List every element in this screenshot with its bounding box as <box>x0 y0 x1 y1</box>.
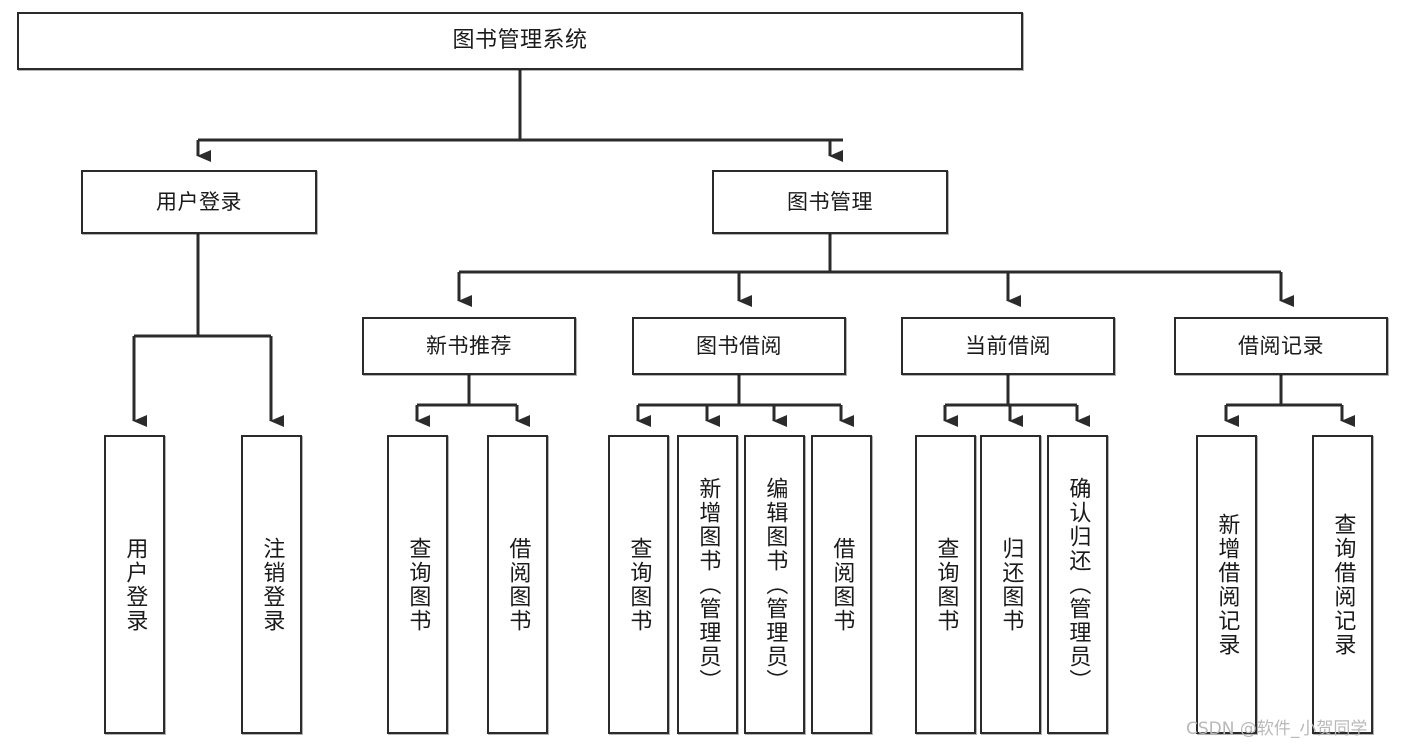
node-user-login[interactable]: 用户登录 <box>81 170 317 234</box>
leaf-book-borrow-borrow[interactable]: 借阅图书 <box>811 435 872 734</box>
leaf-user-login-login[interactable]: 用户登录 <box>104 435 165 734</box>
leaf-borrow-record-add[interactable]: 新增借阅记录 <box>1196 435 1257 734</box>
node-current-borrow-label: 当前借阅 <box>965 333 1051 358</box>
leaf-book-borrow-add[interactable]: 新增图书（管理员） <box>677 435 738 734</box>
node-book-borrow[interactable]: 图书借阅 <box>632 317 846 375</box>
node-book-borrow-label: 图书借阅 <box>696 333 782 358</box>
node-new-book-recommend-label: 新书推荐 <box>426 333 512 358</box>
leaf-borrow-record-query[interactable]: 查询借阅记录 <box>1312 435 1373 734</box>
leaf-user-login-logout[interactable]: 注销登录 <box>241 435 302 734</box>
leaf-book-borrow-query-label: 查询图书 <box>626 536 652 633</box>
leaf-new-book-borrow[interactable]: 借阅图书 <box>487 435 548 734</box>
leaf-user-login-login-label: 用户登录 <box>122 536 148 633</box>
csdn-watermark: CSDN @软件_小贺同学 <box>1186 719 1368 739</box>
leaf-book-borrow-add-label: 新增图书（管理员） <box>695 476 721 693</box>
leaf-book-borrow-query[interactable]: 查询图书 <box>608 435 669 734</box>
node-current-borrow[interactable]: 当前借阅 <box>901 317 1115 375</box>
leaf-current-borrow-return-label: 归还图书 <box>998 536 1024 633</box>
leaf-borrow-record-query-label: 查询借阅记录 <box>1330 512 1356 657</box>
leaf-current-borrow-query[interactable]: 查询图书 <box>915 435 976 734</box>
node-new-book-recommend[interactable]: 新书推荐 <box>362 317 576 375</box>
leaf-new-book-query[interactable]: 查询图书 <box>387 435 448 734</box>
leaf-current-borrow-confirm[interactable]: 确认归还（管理员） <box>1047 435 1108 734</box>
leaf-current-borrow-return[interactable]: 归还图书 <box>980 435 1041 734</box>
node-root-label: 图书管理系统 <box>452 28 588 54</box>
node-root[interactable]: 图书管理系统 <box>17 12 1023 70</box>
leaf-new-book-query-label: 查询图书 <box>405 536 431 633</box>
leaf-current-borrow-query-label: 查询图书 <box>933 536 959 633</box>
node-borrow-record[interactable]: 借阅记录 <box>1174 317 1388 375</box>
leaf-book-borrow-edit-label: 编辑图书（管理员） <box>762 476 788 693</box>
leaf-borrow-record-add-label: 新增借阅记录 <box>1214 512 1240 657</box>
node-book-manage[interactable]: 图书管理 <box>712 170 948 234</box>
leaf-book-borrow-edit[interactable]: 编辑图书（管理员） <box>744 435 805 734</box>
node-user-login-label: 用户登录 <box>156 189 242 214</box>
node-borrow-record-label: 借阅记录 <box>1238 333 1324 358</box>
leaf-new-book-borrow-label: 借阅图书 <box>505 536 531 633</box>
leaf-user-login-logout-label: 注销登录 <box>259 536 285 633</box>
node-book-manage-label: 图书管理 <box>787 189 873 214</box>
leaf-book-borrow-borrow-label: 借阅图书 <box>829 536 855 633</box>
leaf-current-borrow-confirm-label: 确认归还（管理员） <box>1065 476 1091 693</box>
